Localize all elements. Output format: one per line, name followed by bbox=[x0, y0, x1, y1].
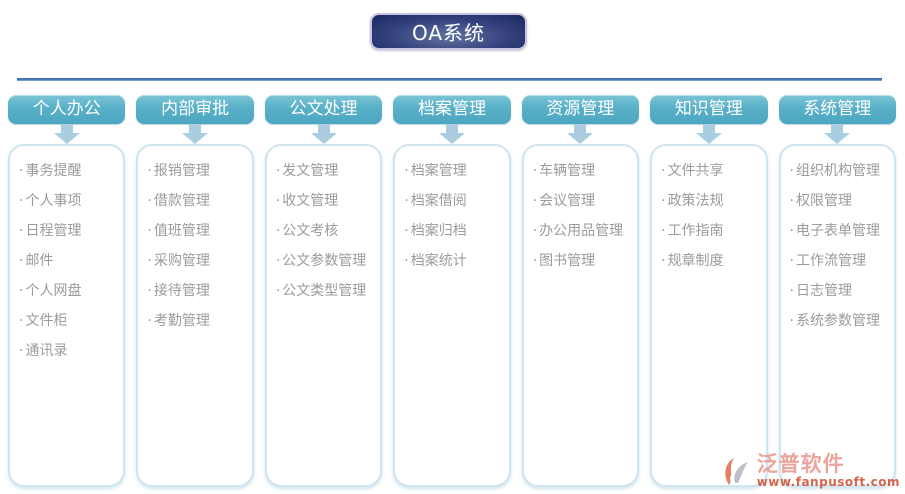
list-item: 档案统计 bbox=[404, 246, 504, 276]
column-items: 报销管理借款管理值班管理采购管理接待管理考勤管理 bbox=[136, 144, 254, 487]
list-item: 工作指南 bbox=[661, 216, 761, 246]
brand-name: 泛普软件 bbox=[756, 452, 845, 476]
columns: 个人办公 事务提醒个人事项日程管理邮件个人网盘文件柜通讯录 内部审批 报销管理借… bbox=[8, 95, 896, 487]
column-document-processing: 公文处理 发文管理收文管理公文考核公文参数管理公文类型管理 bbox=[264, 95, 383, 487]
column-system-management: 系统管理 组织机构管理权限管理电子表单管理工作流管理日志管理系统参数管理 bbox=[778, 95, 896, 487]
list-item: 值班管理 bbox=[147, 216, 247, 246]
arrow-down-icon bbox=[522, 124, 639, 144]
list-item: 收文管理 bbox=[276, 186, 376, 216]
list-item: 电子表单管理 bbox=[790, 216, 890, 246]
list-item: 档案归档 bbox=[404, 216, 504, 246]
list-item: 规章制度 bbox=[661, 246, 761, 276]
list-item: 系统参数管理 bbox=[790, 306, 890, 336]
column-knowledge-management: 知识管理 文件共享政策法规工作指南规章制度 bbox=[650, 95, 768, 487]
column-personal-office: 个人办公 事务提醒个人事项日程管理邮件个人网盘文件柜通讯录 bbox=[8, 95, 126, 487]
arrow-down-icon bbox=[136, 124, 253, 144]
arrow-down-icon bbox=[779, 124, 896, 144]
list-item: 公文考核 bbox=[276, 216, 376, 246]
arrow-down-icon bbox=[393, 124, 510, 144]
column-items: 事务提醒个人事项日程管理邮件个人网盘文件柜通讯录 bbox=[8, 144, 126, 487]
list-item: 接待管理 bbox=[147, 276, 247, 306]
list-item: 文件共享 bbox=[661, 156, 761, 186]
list-item: 公文参数管理 bbox=[276, 246, 376, 276]
list-item: 借款管理 bbox=[147, 186, 247, 216]
title-divider bbox=[17, 78, 882, 81]
list-item: 考勤管理 bbox=[147, 306, 247, 336]
column-header: 资源管理 bbox=[521, 95, 640, 124]
fanpu-logo-icon bbox=[724, 458, 748, 485]
column-header: 公文处理 bbox=[264, 95, 383, 124]
list-item: 公文类型管理 bbox=[276, 276, 376, 306]
column-resource-management: 资源管理 车辆管理会议管理办公用品管理图书管理 bbox=[521, 95, 640, 487]
list-item: 个人网盘 bbox=[19, 276, 119, 306]
list-item: 日程管理 bbox=[19, 216, 119, 246]
brand-watermark: 泛普软件 www.fanpusoft.com bbox=[721, 454, 900, 488]
arrow-down-icon bbox=[265, 124, 382, 144]
arrow-down-icon bbox=[8, 124, 125, 144]
list-item: 报销管理 bbox=[147, 156, 247, 186]
list-item: 车辆管理 bbox=[533, 156, 633, 186]
column-header: 知识管理 bbox=[650, 95, 768, 124]
column-header: 档案管理 bbox=[393, 95, 511, 124]
brand-url: www.fanpusoft.com bbox=[756, 475, 900, 489]
column-archives-management: 档案管理 档案管理档案借阅档案归档档案统计 bbox=[393, 95, 511, 487]
list-item: 权限管理 bbox=[790, 186, 890, 216]
list-item: 事务提醒 bbox=[19, 156, 119, 186]
list-item: 组织机构管理 bbox=[790, 156, 890, 186]
list-item: 办公用品管理 bbox=[533, 216, 633, 246]
list-item: 邮件 bbox=[19, 246, 119, 276]
list-item: 档案借阅 bbox=[404, 186, 504, 216]
column-items: 组织机构管理权限管理电子表单管理工作流管理日志管理系统参数管理 bbox=[778, 144, 896, 487]
list-item: 图书管理 bbox=[533, 246, 633, 276]
list-item: 日志管理 bbox=[790, 276, 890, 306]
column-items: 发文管理收文管理公文考核公文参数管理公文类型管理 bbox=[264, 144, 383, 487]
list-item: 政策法规 bbox=[661, 186, 761, 216]
list-item: 发文管理 bbox=[276, 156, 376, 186]
list-item: 工作流管理 bbox=[790, 246, 890, 276]
column-items: 车辆管理会议管理办公用品管理图书管理 bbox=[521, 144, 640, 487]
list-item: 会议管理 bbox=[533, 186, 633, 216]
column-internal-approval: 内部审批 报销管理借款管理值班管理采购管理接待管理考勤管理 bbox=[136, 95, 254, 487]
column-items: 文件共享政策法规工作指南规章制度 bbox=[650, 144, 768, 487]
column-header: 系统管理 bbox=[778, 95, 896, 124]
list-item: 通讯录 bbox=[19, 336, 119, 366]
list-item: 档案管理 bbox=[404, 156, 504, 186]
list-item: 文件柜 bbox=[19, 306, 119, 336]
arrow-down-icon bbox=[650, 124, 767, 144]
page-title: OA系统 bbox=[370, 13, 527, 50]
column-items: 档案管理档案借阅档案归档档案统计 bbox=[393, 144, 511, 487]
column-header: 个人办公 bbox=[8, 95, 126, 124]
list-item: 个人事项 bbox=[19, 186, 119, 216]
column-header: 内部审批 bbox=[136, 95, 254, 124]
list-item: 采购管理 bbox=[147, 246, 247, 276]
